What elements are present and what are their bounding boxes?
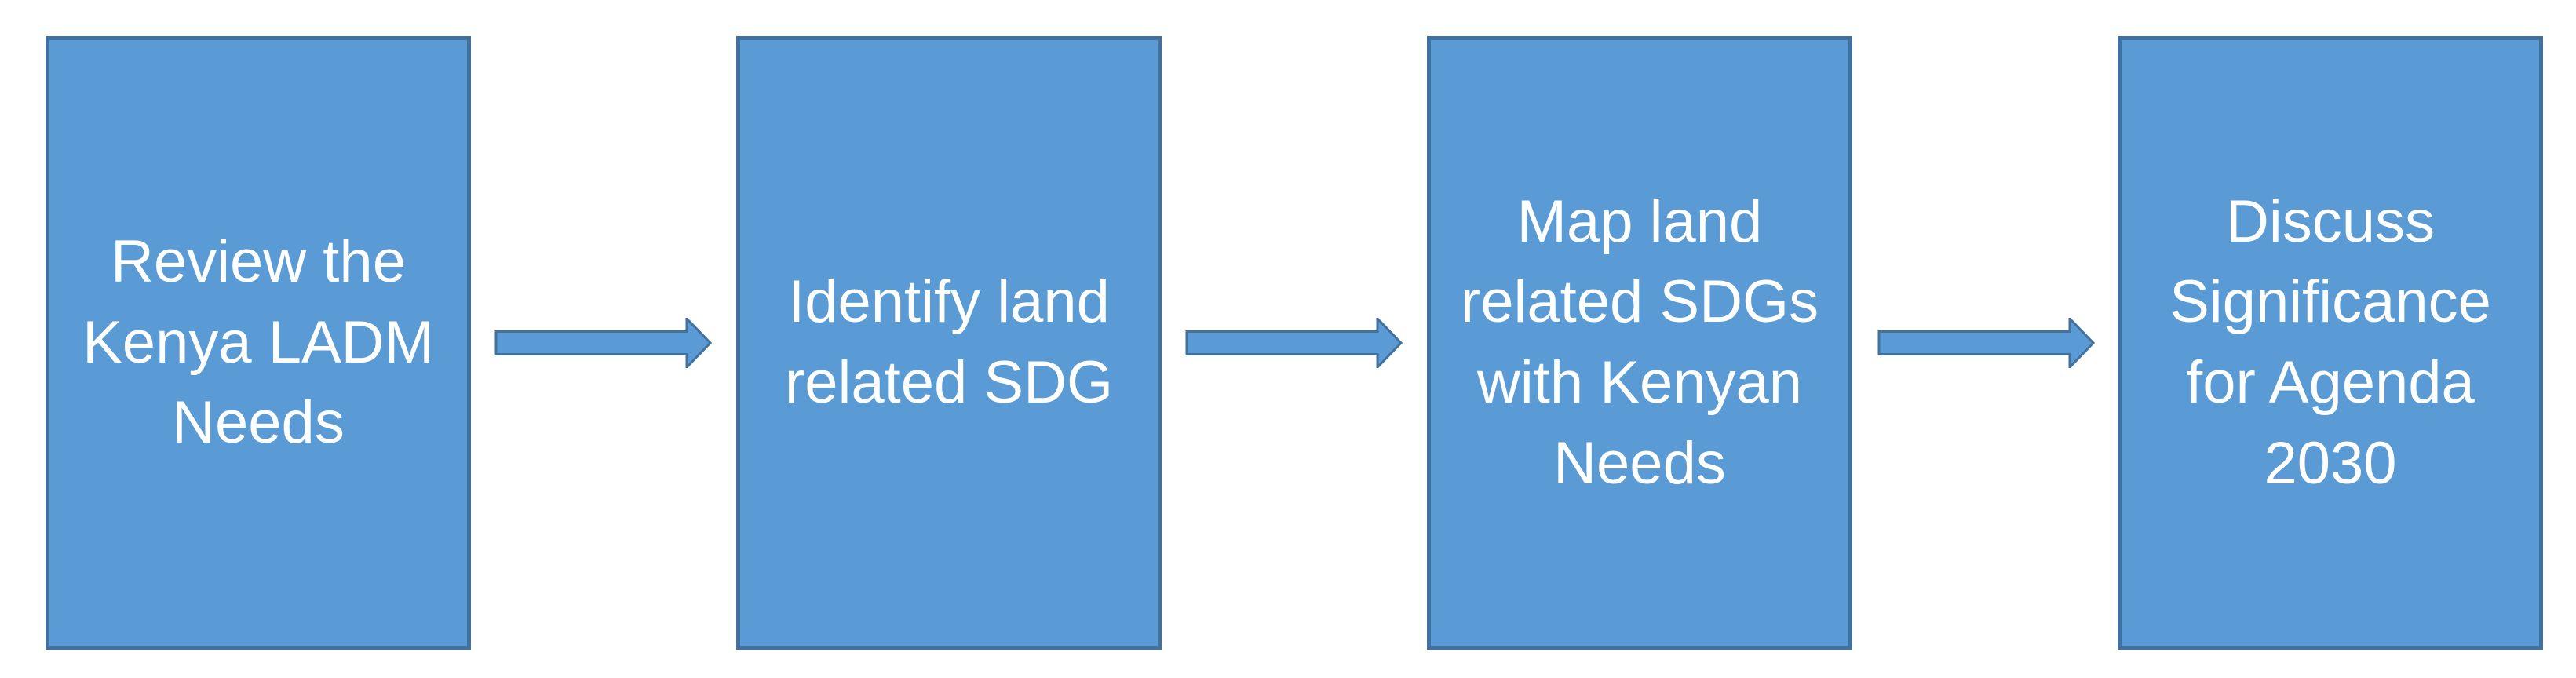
flow-step-label: Review the Kenya LADM Needs bbox=[82, 228, 434, 457]
arrow-right-icon bbox=[1877, 318, 2095, 368]
flow-step-identify-land-related-sdg: Identify land related SDG bbox=[736, 36, 1162, 650]
flow-step-review-kenya-ladm-needs: Review the Kenya LADM Needs bbox=[46, 36, 471, 650]
flow-step-label: Discuss Significance for Agenda 2030 bbox=[2169, 188, 2491, 497]
flow-step-label: Map land related SDGs with Kenyan Needs bbox=[1460, 188, 1819, 497]
flow-step-label: Identify land related SDG bbox=[784, 268, 1114, 416]
flow-step-map-land-related-sdgs: Map land related SDGs with Kenyan Needs bbox=[1427, 36, 1852, 650]
arrow-right-icon bbox=[1185, 318, 1403, 368]
arrow-right-icon bbox=[494, 318, 712, 368]
flow-step-discuss-significance-agenda-2030: Discuss Significance for Agenda 2030 bbox=[2118, 36, 2543, 650]
